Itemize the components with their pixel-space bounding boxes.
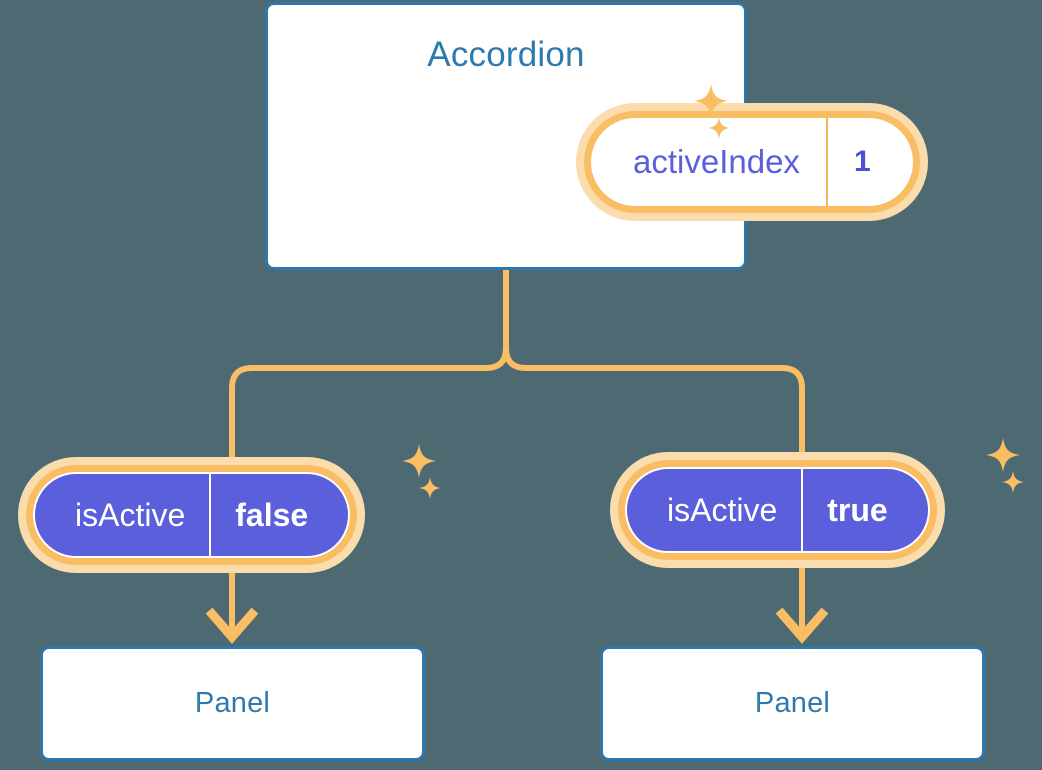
pill-ring: isActive false bbox=[26, 465, 358, 565]
connector-branch-right bbox=[503, 347, 805, 466]
arrow-down-icon bbox=[205, 607, 259, 644]
pill-ring: activeIndex 1 bbox=[584, 111, 920, 213]
prop-key-label: isActive bbox=[35, 474, 212, 556]
panel-card-right[interactable]: Panel bbox=[600, 646, 985, 761]
pill-ring: isActive true bbox=[618, 460, 937, 560]
pill-inner: isActive true bbox=[625, 467, 930, 553]
state-pill-active-index[interactable]: activeIndex 1 bbox=[576, 103, 928, 221]
arrow-down-icon bbox=[775, 607, 829, 644]
pill-inner: isActive false bbox=[33, 472, 351, 558]
panel-title: Panel bbox=[754, 687, 831, 719]
accordion-title: Accordion bbox=[427, 35, 585, 74]
state-value-label: 1 bbox=[853, 145, 871, 178]
panel-card-left[interactable]: Panel bbox=[40, 646, 425, 761]
prop-key-label: isActive bbox=[627, 469, 804, 551]
connector-branch-left bbox=[229, 347, 509, 470]
panel-title: Panel bbox=[194, 687, 271, 719]
prop-value-label: false bbox=[235, 496, 309, 533]
state-key-label: activeIndex bbox=[591, 118, 828, 206]
pill-inner: activeIndex 1 bbox=[591, 118, 913, 206]
prop-pill-is-active-true[interactable]: isActive true bbox=[610, 452, 945, 568]
accordion-component-card[interactable]: Accordion activeIndex 1 bbox=[265, 2, 928, 270]
prop-pill-is-active-false[interactable]: isActive false bbox=[18, 457, 366, 573]
prop-value-label: true bbox=[827, 491, 888, 528]
